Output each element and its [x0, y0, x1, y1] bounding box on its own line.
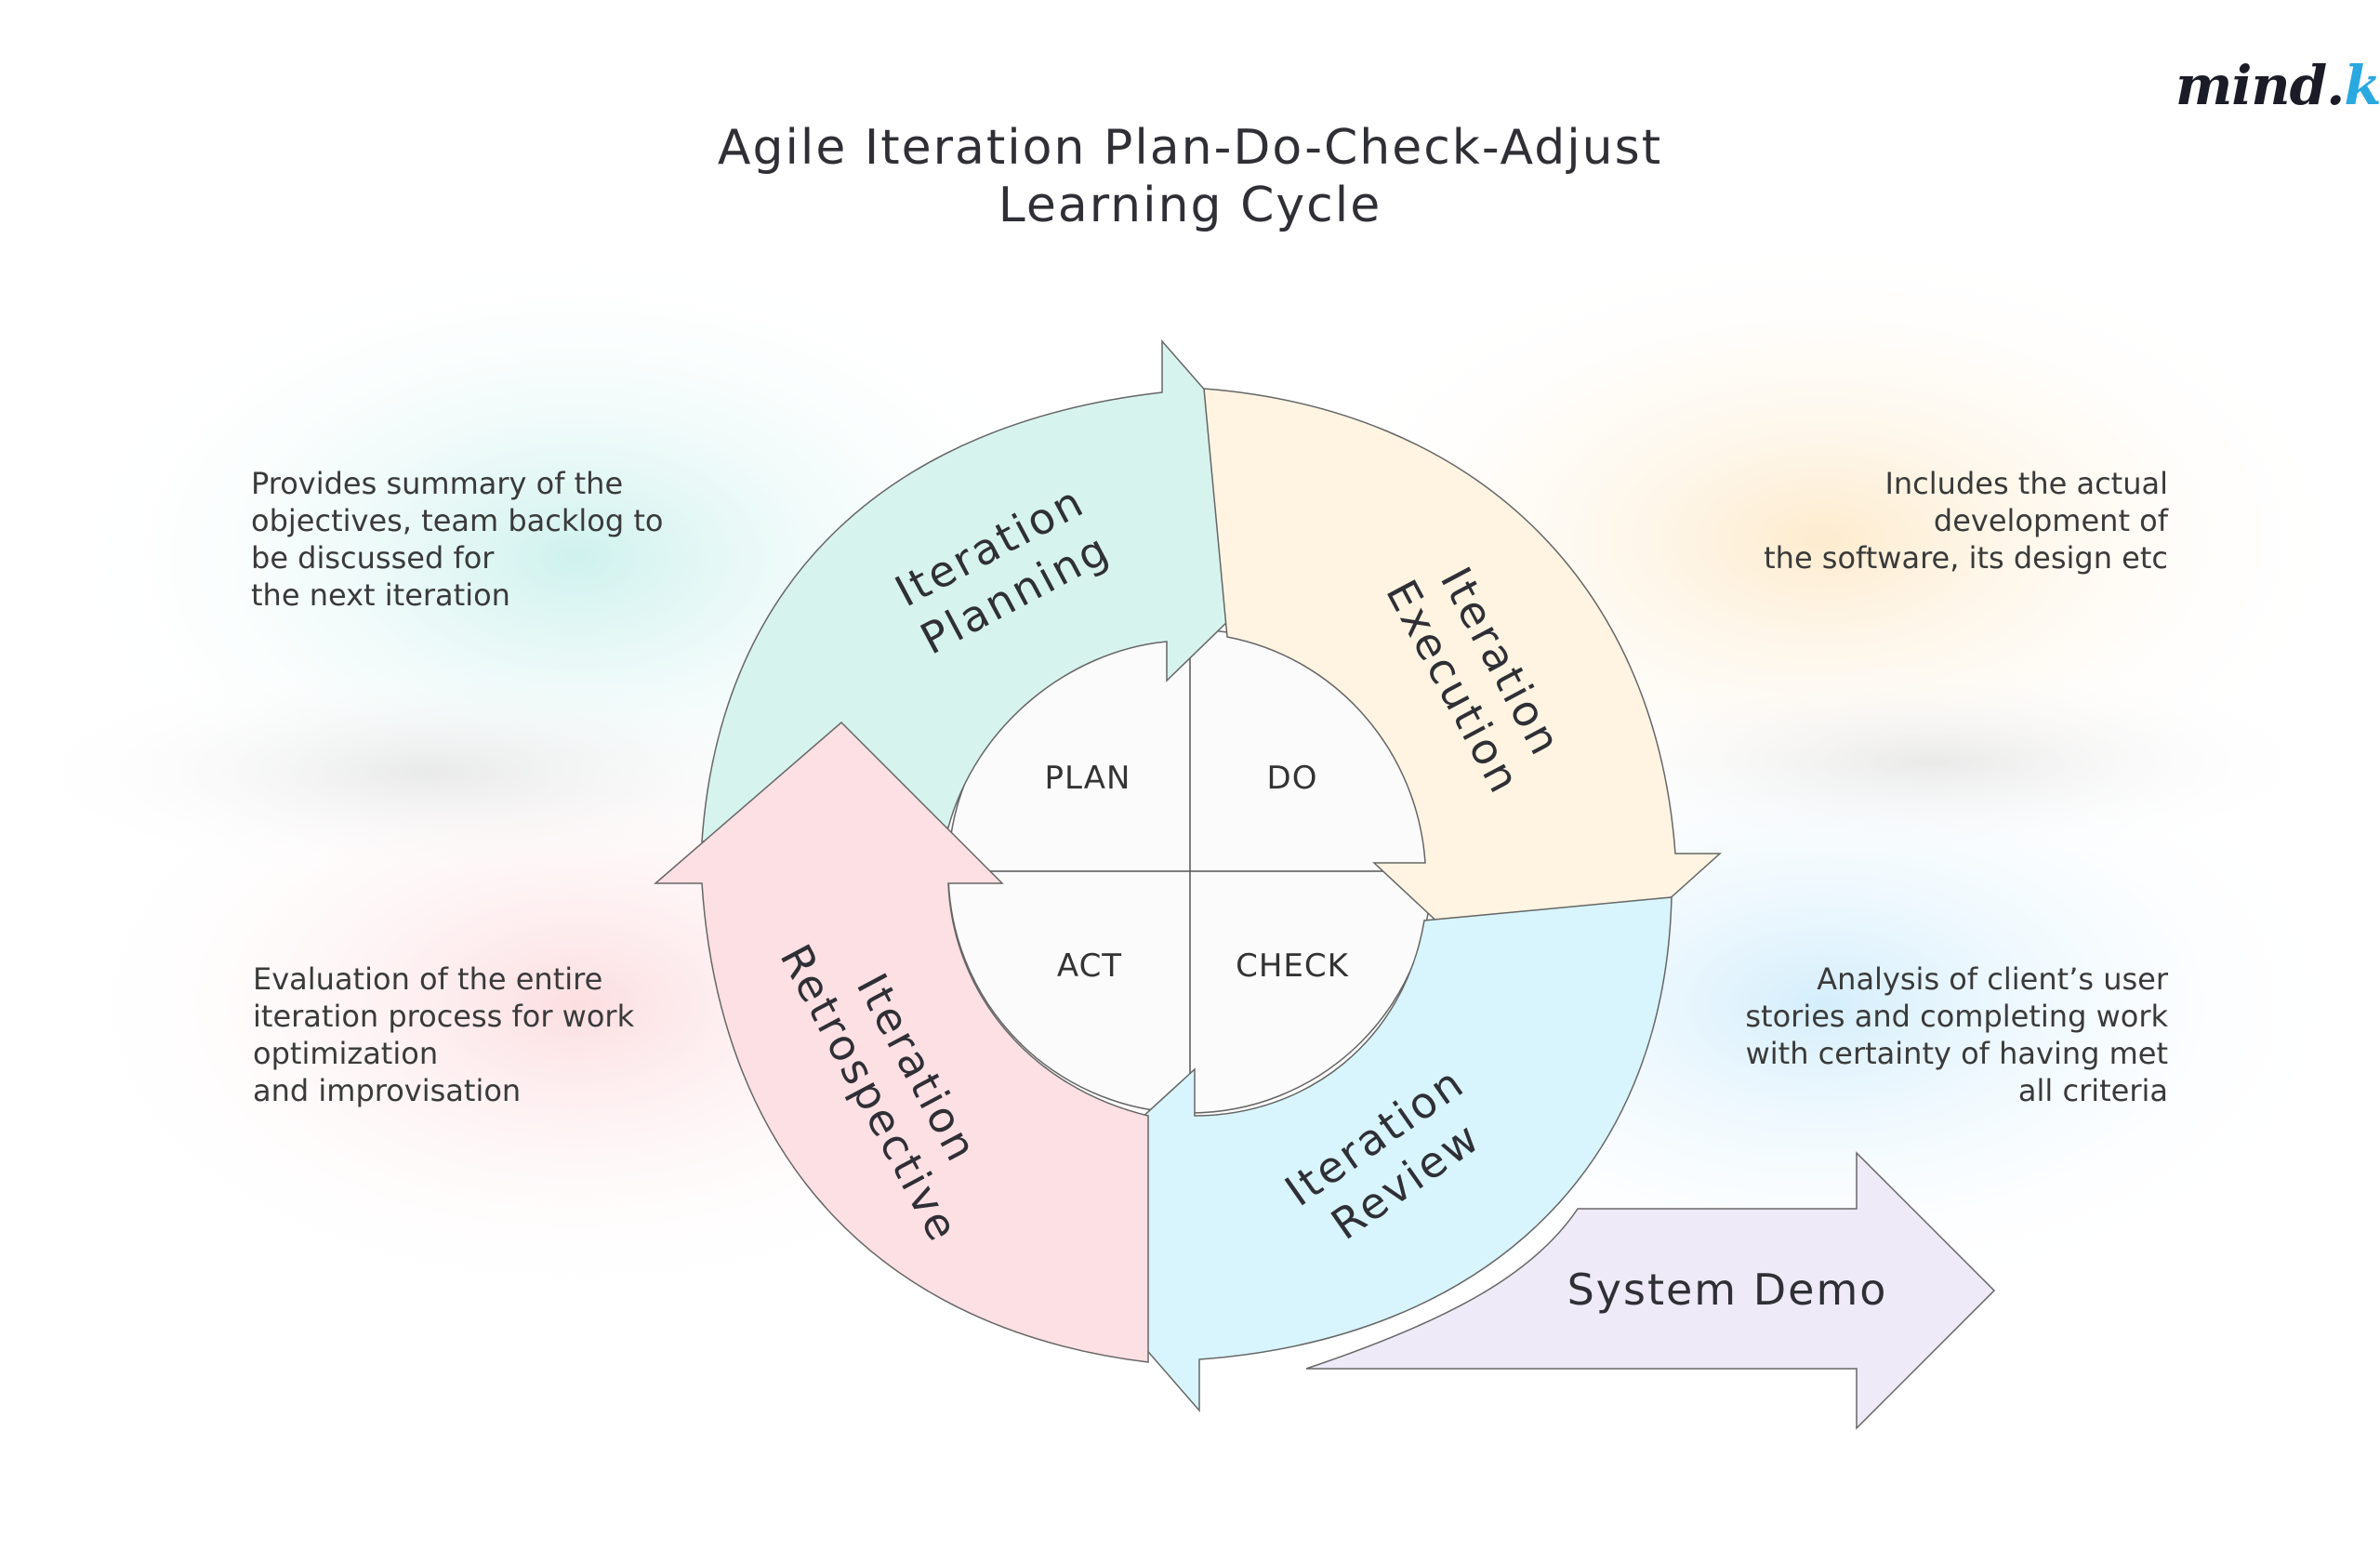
title-line-1: Agile Iteration Plan-Do-Check-Adjust: [717, 120, 1663, 176]
title-line-2: Learning Cycle: [998, 178, 1382, 233]
arrow-system-demo: [1305, 1151, 1996, 1430]
glow-gray-right: [1525, 660, 2343, 865]
desc-retrospective-line: Evaluation of the entire: [253, 961, 603, 997]
quadrant-label-act: ACT: [1057, 947, 1122, 985]
desc-review-line: Analysis of client’s user: [1817, 961, 2168, 997]
arrow-iteration-execution: [1203, 388, 1722, 1018]
desc-planning-line: the next iteration: [251, 577, 510, 613]
glow-gray-left: [0, 660, 855, 883]
desc-execution: Includes the actual development of the s…: [1764, 465, 2168, 576]
arrow-iteration-planning: [701, 339, 1327, 842]
quadrant-label-do: DO: [1267, 760, 1318, 797]
quadrant-label-check: CHECK: [1236, 947, 1350, 985]
page-title: Agile Iteration Plan-Do-Check-Adjust Lea…: [0, 119, 2380, 234]
desc-planning-line: Provides summary of the: [251, 466, 624, 501]
desc-retrospective-line: and improvisation: [253, 1073, 522, 1108]
desc-execution-line: the software, its design etc: [1764, 540, 2168, 576]
desc-review-line: all criteria: [2017, 1073, 2168, 1108]
desc-execution-line: development of: [1933, 503, 2168, 538]
arrow-iteration-retrospective: [653, 721, 1149, 1363]
logo-accent: k: [2344, 54, 2380, 117]
desc-review-line: with certainty of having met: [1745, 1036, 2168, 1071]
desc-retrospective-line: optimization: [253, 1036, 439, 1071]
desc-review-line: stories and completing work: [1745, 999, 2168, 1034]
mindk-logo: mind.k: [2175, 54, 2380, 117]
desc-planning-line: objectives, team backlog to: [251, 503, 664, 538]
desc-review: Analysis of client’s user stories and co…: [1745, 960, 2168, 1109]
desc-planning: Provides summary of the objectives, team…: [251, 465, 663, 614]
desc-planning-line: be discussed for: [251, 540, 495, 576]
desc-retrospective-line: iteration process for work: [253, 999, 635, 1034]
label-system-demo: System Demo: [1567, 1265, 1888, 1315]
desc-retrospective: Evaluation of the entire iteration proce…: [253, 960, 634, 1109]
logo-text: mind: [2175, 54, 2327, 117]
desc-execution-line: Includes the actual: [1884, 466, 2168, 501]
arrow-iteration-review: [1030, 896, 1673, 1413]
quadrant-label-plan: PLAN: [1045, 760, 1131, 797]
